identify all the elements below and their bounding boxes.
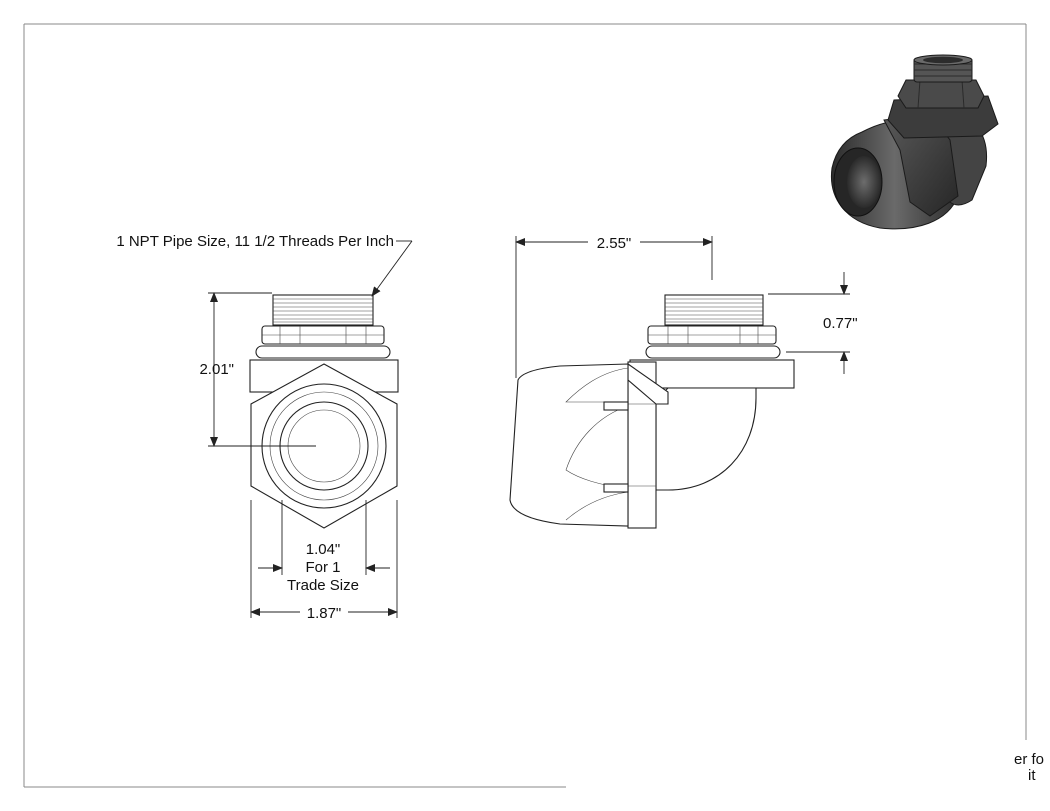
trade-size-label: Trade Size [287,577,359,594]
front-gasket [255,345,391,359]
cut-off-note-line2: it [1028,767,1036,784]
side-locknut [647,325,777,345]
for-size-label: For 1 [305,559,340,576]
sheet-border [23,23,1027,788]
height-dimension-label: 2.01" [199,361,234,378]
front-threads [272,294,374,326]
side-body [509,363,629,527]
side-gasket [645,345,781,359]
isometric-render [830,54,999,230]
inner-width-dimension-label: 1.04" [306,541,341,558]
front-view [249,294,399,529]
thread-note-label: 1 NPT Pipe Size, 11 1/2 Threads Per Inch [116,233,394,250]
side-elbow-sweep [655,387,757,491]
side-lobe-clip [603,401,629,411]
front-locknut [261,325,385,345]
side-dimensions [515,236,850,378]
front-dimensions [208,240,413,618]
side-threads [664,294,764,326]
side-length-dimension-label: 2.55" [597,235,632,252]
thread-length-dimension-label: 0.77" [823,315,858,332]
side-view [509,294,795,529]
side-lobe-clip-lower [603,483,629,493]
side-top-flange [629,359,795,389]
cut-off-note-line1: er fo [1014,751,1044,768]
outer-width-dimension-label: 1.87" [307,605,342,622]
